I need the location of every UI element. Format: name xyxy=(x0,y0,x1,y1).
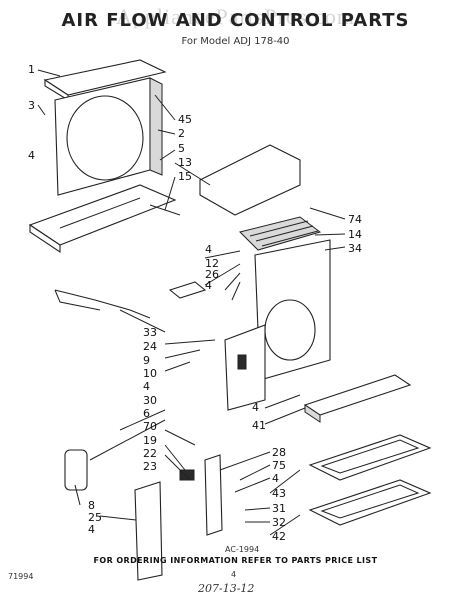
callout-41: 41 xyxy=(252,419,266,432)
callout-30: 30 xyxy=(143,394,157,407)
scroll-housing-part xyxy=(254,239,331,381)
callout-2: 2 xyxy=(178,127,185,140)
callout-24: 24 xyxy=(143,340,157,353)
front-frame-part xyxy=(54,77,163,196)
callout-74: 74 xyxy=(348,213,362,226)
capacitor-part xyxy=(64,449,88,491)
callout-31: 31 xyxy=(272,502,286,515)
drain-pan-upper-part xyxy=(308,434,432,481)
page-number: 4 xyxy=(231,570,237,579)
callout-13: 13 xyxy=(178,156,192,169)
diagram-title: AIR FLOW AND CONTROL PARTS xyxy=(61,10,410,31)
handwritten-note: 207-13-12 xyxy=(198,582,255,595)
callout-4-upper: 4 xyxy=(28,149,35,162)
callout-4-upper-right: 4 xyxy=(205,243,212,256)
callout-5: 5 xyxy=(178,142,185,155)
drain-pan-lower-part xyxy=(308,479,432,526)
callout-28: 28 xyxy=(272,446,286,459)
ordering-note: FOR ORDERING INFORMATION REFER TO PARTS … xyxy=(93,556,378,565)
switch-bracket-part xyxy=(204,454,223,536)
callout-9: 9 xyxy=(143,354,150,367)
callout-4-lower-right: 4 xyxy=(272,472,279,485)
callout-23: 23 xyxy=(143,460,157,473)
callout-4-gasket: 4 xyxy=(252,401,259,414)
callout-6: 6 xyxy=(143,407,150,420)
bracket-part xyxy=(168,281,207,299)
callout-15: 15 xyxy=(178,170,192,183)
callout-22: 22 xyxy=(143,447,157,460)
callout-45: 45 xyxy=(178,113,192,126)
callout-33: 33 xyxy=(143,326,157,339)
base-pan-part xyxy=(28,184,177,254)
date-code: 71994 xyxy=(8,572,34,581)
callout-8: 8 xyxy=(88,499,95,512)
callout-26: 26 xyxy=(205,268,219,281)
callout-25: 25 xyxy=(88,511,102,524)
callout-4-lower-left: 4 xyxy=(88,523,95,536)
wire-harness-part xyxy=(54,289,151,319)
leader-lines-right xyxy=(204,207,346,536)
callout-42: 42 xyxy=(272,530,286,543)
callout-3: 3 xyxy=(28,99,35,112)
leader-lines-left xyxy=(37,69,216,521)
callout-10: 10 xyxy=(143,367,157,380)
drawing-code: AC-1994 xyxy=(225,545,260,554)
callout-32: 32 xyxy=(272,516,286,529)
callout-4-mid: 4 xyxy=(143,380,150,393)
callout-4-bracket: 4 xyxy=(205,279,212,292)
gasket-strip-part xyxy=(303,374,412,423)
duct-part xyxy=(134,481,163,581)
callout-19: 19 xyxy=(143,434,157,447)
callout-12: 12 xyxy=(205,257,219,270)
switch-part xyxy=(179,469,195,481)
callout-14: 14 xyxy=(348,228,362,241)
callout-1: 1 xyxy=(28,63,35,76)
callout-70: 70 xyxy=(143,420,157,433)
control-panel-part xyxy=(224,324,266,411)
deflector-bracket-part xyxy=(199,144,301,216)
callout-43: 43 xyxy=(272,487,286,500)
callout-34: 34 xyxy=(348,242,362,255)
watermark: AppliancePartsPros.com xyxy=(116,4,355,29)
diagram-subtitle: For Model ADJ 178-40 xyxy=(181,36,290,47)
filter-grid-part xyxy=(239,216,322,251)
callout-75: 75 xyxy=(272,459,286,472)
